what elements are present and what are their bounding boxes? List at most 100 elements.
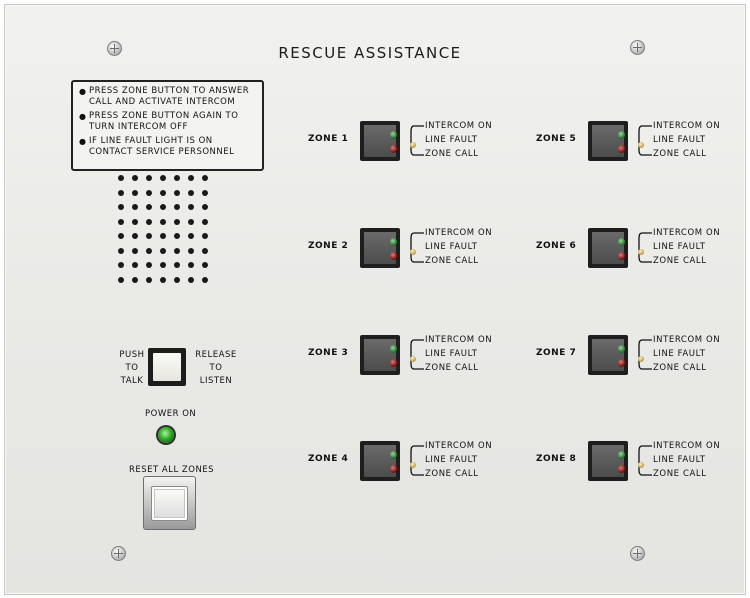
speaker-hole bbox=[174, 247, 180, 254]
push-to-talk-button[interactable] bbox=[148, 348, 186, 386]
speaker-hole bbox=[188, 247, 194, 254]
zone-call-label: ZONE CALL bbox=[653, 256, 707, 266]
reset-all-zones-button[interactable] bbox=[143, 476, 196, 530]
speaker-hole bbox=[132, 276, 138, 283]
instruction-item: ●IF LINE FAULT LIGHT IS ON CONTACT SERVI… bbox=[79, 136, 235, 157]
line-fault-led bbox=[390, 252, 397, 260]
speaker-hole bbox=[174, 262, 180, 268]
zone-label: ZONE 2 bbox=[308, 241, 349, 251]
release-to-listen-label: RELEASE TO LISTEN bbox=[195, 350, 237, 386]
intercom-led bbox=[618, 238, 625, 246]
speaker-hole bbox=[132, 189, 138, 196]
line-fault-label: LINE FAULT bbox=[425, 242, 478, 252]
indicator-bracket-icon bbox=[638, 339, 652, 370]
speaker-hole bbox=[188, 233, 194, 239]
zone-call-label: ZONE CALL bbox=[425, 363, 479, 373]
speaker-hole bbox=[118, 233, 124, 239]
zone-call-lamp bbox=[638, 462, 644, 468]
speaker-hole bbox=[132, 175, 138, 181]
line-fault-led bbox=[390, 359, 397, 367]
zone-call-lamp bbox=[638, 249, 644, 255]
indicator-bracket-icon bbox=[410, 232, 424, 263]
intercom-led bbox=[618, 451, 625, 459]
zone-call-label: ZONE CALL bbox=[425, 469, 479, 479]
intercom-led bbox=[390, 238, 397, 246]
speaker-hole bbox=[132, 204, 138, 210]
zone-button[interactable] bbox=[360, 335, 400, 375]
indicator-bracket-icon bbox=[638, 445, 652, 476]
speaker-hole bbox=[118, 189, 124, 196]
zone-call-lamp bbox=[410, 249, 416, 255]
speaker-hole bbox=[146, 247, 152, 254]
zone-module: ZONE 4 INTERCOM ON LINE FAULT ZONE CALL bbox=[308, 441, 498, 485]
zone-call-lamp bbox=[410, 142, 416, 148]
indicator-bracket-icon bbox=[638, 232, 652, 263]
mounting-screw-icon bbox=[630, 40, 645, 55]
intercom-led bbox=[618, 345, 625, 353]
intercom-on-label: INTERCOM ON bbox=[653, 121, 721, 131]
reset-all-zones-label: RESET ALL ZONES bbox=[129, 465, 215, 475]
line-fault-led bbox=[618, 465, 625, 473]
intercom-on-label: INTERCOM ON bbox=[425, 335, 493, 345]
speaker-hole bbox=[188, 262, 194, 268]
speaker-hole bbox=[132, 247, 138, 254]
zone-module: ZONE 7 INTERCOM ON LINE FAULT ZONE CALL bbox=[536, 335, 726, 379]
intercom-on-label: INTERCOM ON bbox=[653, 441, 721, 451]
zone-call-lamp bbox=[638, 142, 644, 148]
speaker-grille bbox=[118, 175, 216, 291]
line-fault-led bbox=[390, 465, 397, 473]
instructions-box: ●PRESS ZONE BUTTON TO ANSWER CALL AND AC… bbox=[71, 80, 264, 171]
instruction-item: ●PRESS ZONE BUTTON AGAIN TO TURN INTERCO… bbox=[79, 111, 239, 132]
speaker-hole bbox=[132, 262, 138, 268]
speaker-hole bbox=[188, 218, 194, 225]
intercom-led bbox=[618, 131, 625, 139]
speaker-hole bbox=[202, 262, 208, 268]
zone-button[interactable] bbox=[588, 441, 628, 481]
speaker-hole bbox=[146, 204, 152, 210]
line-fault-label: LINE FAULT bbox=[653, 135, 706, 145]
zone-label: ZONE 8 bbox=[536, 454, 577, 464]
intercom-on-label: INTERCOM ON bbox=[425, 228, 493, 238]
zone-button[interactable] bbox=[588, 228, 628, 268]
zone-module: ZONE 1 INTERCOM ON LINE FAULT ZONE CALL bbox=[308, 121, 498, 165]
speaker-hole bbox=[132, 218, 138, 225]
line-fault-label: LINE FAULT bbox=[653, 242, 706, 252]
speaker-hole bbox=[174, 189, 180, 196]
mounting-screw-icon bbox=[111, 546, 126, 561]
speaker-hole bbox=[146, 233, 152, 239]
speaker-hole bbox=[118, 175, 124, 181]
speaker-hole bbox=[174, 218, 180, 225]
intercom-on-label: INTERCOM ON bbox=[653, 228, 721, 238]
zone-button[interactable] bbox=[588, 121, 628, 161]
speaker-hole bbox=[160, 204, 166, 210]
speaker-hole bbox=[202, 218, 208, 225]
zone-call-lamp bbox=[410, 356, 416, 362]
indicator-bracket-icon bbox=[638, 125, 652, 156]
zone-button[interactable] bbox=[360, 121, 400, 161]
speaker-hole bbox=[202, 175, 208, 181]
line-fault-led bbox=[618, 145, 625, 153]
speaker-hole bbox=[160, 175, 166, 181]
zone-module: ZONE 6 INTERCOM ON LINE FAULT ZONE CALL bbox=[536, 228, 726, 272]
speaker-hole bbox=[174, 175, 180, 181]
speaker-hole bbox=[188, 175, 194, 181]
zone-label: ZONE 7 bbox=[536, 348, 577, 358]
intercom-led bbox=[390, 131, 397, 139]
zone-button[interactable] bbox=[360, 441, 400, 481]
zone-module: ZONE 3 INTERCOM ON LINE FAULT ZONE CALL bbox=[308, 335, 498, 379]
zone-button[interactable] bbox=[360, 228, 400, 268]
line-fault-label: LINE FAULT bbox=[653, 349, 706, 359]
panel-title: RESCUE ASSISTANCE bbox=[278, 44, 462, 62]
speaker-hole bbox=[160, 262, 166, 268]
intercom-led bbox=[390, 345, 397, 353]
speaker-hole bbox=[118, 276, 124, 283]
zone-label: ZONE 3 bbox=[308, 348, 349, 358]
speaker-hole bbox=[118, 204, 124, 210]
zone-call-label: ZONE CALL bbox=[653, 363, 707, 373]
speaker-hole bbox=[188, 276, 194, 283]
speaker-hole bbox=[146, 189, 152, 196]
zone-button[interactable] bbox=[588, 335, 628, 375]
speaker-hole bbox=[202, 204, 208, 210]
speaker-hole bbox=[118, 262, 124, 268]
zone-call-label: ZONE CALL bbox=[425, 149, 479, 159]
